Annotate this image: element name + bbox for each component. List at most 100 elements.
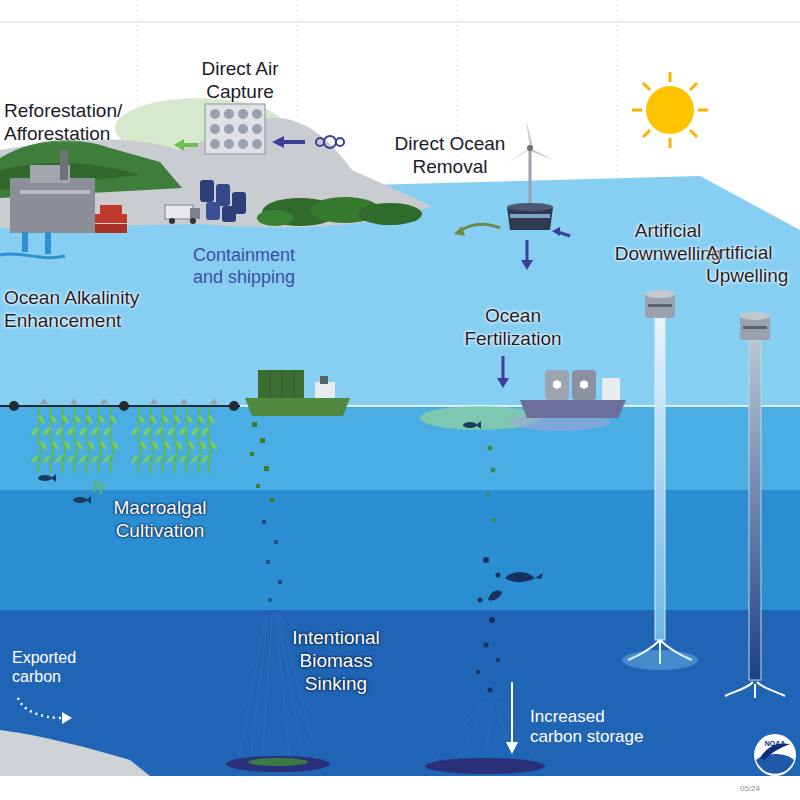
fertilization-ship (425, 758, 545, 774)
biomass-sinking-ship (266, 560, 270, 564)
kelp-farm (167, 407, 183, 473)
method-label: Ocean Alkalinity Enhancement (4, 287, 154, 333)
biomass-sinking-ship (262, 520, 266, 524)
biomass-sinking-ship (226, 370, 350, 772)
biomass-sinking-ship (268, 598, 272, 602)
direct-air-capture-unit (238, 124, 248, 134)
wind-turbine-buoy (527, 145, 533, 151)
factory (95, 224, 127, 233)
sun (669, 72, 672, 82)
wind-turbine-buoy (507, 203, 553, 211)
downwelling-pipe (622, 290, 698, 670)
seabed (0, 730, 150, 776)
fertilization-ship (488, 446, 493, 451)
downwelling-pipe (622, 650, 698, 670)
biomass-sinking-ship (315, 382, 335, 398)
sun (646, 86, 694, 134)
biomass-sinking-ship (256, 484, 260, 488)
direct-air-capture-unit (238, 139, 248, 149)
wind-turbine-buoy (526, 120, 533, 148)
biomass-sinking-ship (250, 422, 274, 502)
noaa-logo (754, 734, 796, 776)
sun (632, 109, 642, 112)
wind-turbine-buoy (526, 240, 529, 262)
sun (643, 130, 650, 137)
upwelling-pipe (725, 312, 785, 698)
direct-air-capture-unit (224, 109, 234, 119)
fertilization-ship (488, 688, 493, 693)
direct-air-capture-unit (210, 124, 220, 134)
biomass-sinking-ship (260, 438, 265, 443)
wind-turbine-buoy (508, 148, 530, 162)
method-label: Direct Ocean Removal (385, 133, 515, 179)
kelp-farm (131, 407, 147, 473)
factory (100, 205, 122, 214)
method-label: Direct Air Capture (185, 58, 295, 104)
wind-turbine-buoy (552, 227, 560, 236)
fertilization-ship (484, 643, 489, 648)
sun (690, 83, 697, 90)
storage-tanks (169, 218, 175, 224)
factory (0, 150, 127, 258)
fertilization-ship (502, 356, 505, 380)
fertilization-ship (489, 617, 495, 623)
fertilization-ship (497, 378, 509, 388)
noaa-logo (754, 734, 796, 776)
grid-lines (0, 22, 800, 23)
kelp-farm (40, 398, 218, 404)
direct-air-capture-unit (210, 109, 220, 119)
wind-turbine-buoy (458, 225, 500, 232)
biomass-sinking-ship (258, 370, 304, 398)
storage-tanks (165, 180, 246, 224)
method-label: Reforestation/ Afforestation (4, 100, 144, 146)
factory (95, 214, 127, 223)
kelp-farm (79, 407, 95, 473)
factory (0, 254, 65, 258)
biomass-sinking-ship (270, 370, 271, 398)
logo-text: NOAA (760, 740, 790, 747)
fertilization-ship (492, 518, 497, 523)
biomass-sinking-ship (250, 452, 254, 456)
fertilization-ship (520, 400, 626, 418)
fertilization-ship (478, 598, 483, 603)
fertilization-ship (496, 573, 501, 578)
direct-air-capture-unit (182, 143, 198, 147)
flow-label: Increased carbon storage (530, 707, 650, 748)
process-label: Containment and shipping (193, 245, 318, 288)
fertilization-ship (553, 380, 588, 389)
upwelling-pipe (749, 340, 761, 680)
kelp-farm (91, 407, 107, 473)
biomass-sinking-ship (270, 498, 274, 502)
fertilization-ship (463, 421, 481, 429)
biomass-sinking-ship (245, 398, 350, 416)
direct-air-capture-unit (205, 104, 265, 154)
grid-lines (297, 0, 298, 120)
biomass-sinking-ship (248, 758, 308, 766)
fertilization-ship (486, 446, 497, 523)
kelp-farm (119, 401, 129, 411)
exported-carbon-arrow (18, 698, 72, 724)
land (257, 210, 293, 226)
storage-tanks (200, 180, 214, 202)
direct-air-capture-unit (224, 124, 234, 134)
factory (45, 232, 51, 254)
fertilization-ship (491, 468, 496, 473)
kelp-farm (43, 407, 59, 473)
seabed (0, 730, 150, 776)
kelp-farm (143, 407, 159, 473)
water-column (0, 176, 800, 776)
factory (60, 150, 68, 180)
upwelling-pipe (725, 682, 785, 698)
storage-tanks (190, 218, 196, 224)
method-label: Intentional Biomass Sinking (281, 627, 391, 695)
kelp-farm (179, 407, 195, 473)
kelp-farm (73, 496, 91, 504)
kelp-farm (55, 407, 71, 473)
fertilization-ship (430, 702, 540, 764)
fertilization-ship (602, 378, 620, 400)
fertilization-ship (505, 572, 543, 582)
wind-turbine-buoy (530, 148, 553, 160)
direct-air-capture-unit (272, 136, 284, 148)
biomass-sinking-ship (252, 422, 257, 427)
kelp-farm (155, 407, 171, 473)
